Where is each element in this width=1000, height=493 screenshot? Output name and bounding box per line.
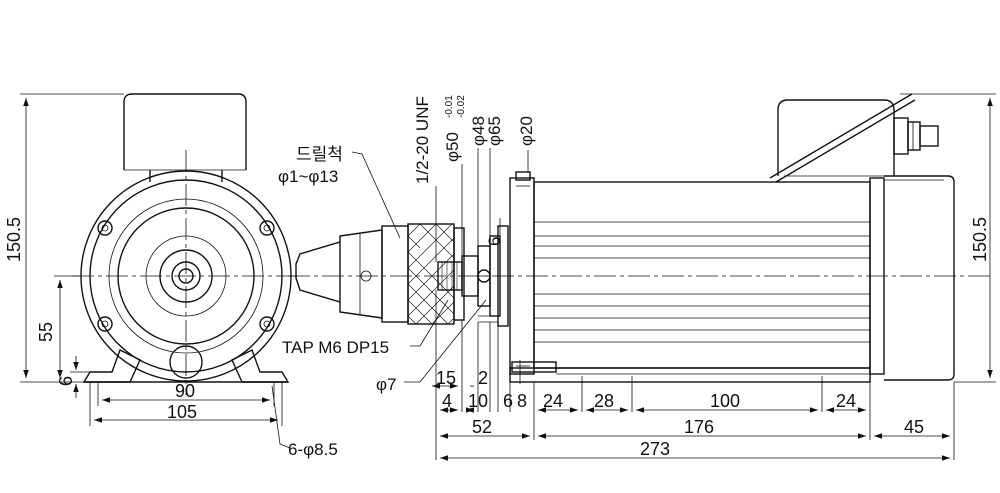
label-phi-50-tol-lower: -0.02: [456, 95, 467, 118]
dim-28: 28: [594, 391, 614, 411]
label-tap: TAP M6 DP15: [282, 338, 389, 357]
label-chuck-range: φ1~φ13: [278, 167, 338, 186]
label-chuck: 드릴척: [296, 145, 343, 164]
bolt-hole: [97, 220, 113, 236]
bolt-hole: [97, 316, 113, 332]
label-phi-48: φ48: [469, 116, 488, 146]
dim-52: 52: [472, 417, 492, 437]
label-6-small: 6: [485, 237, 504, 246]
dim-90: 90: [175, 381, 195, 401]
dim-105: 105: [167, 402, 197, 422]
bolt-hole: [259, 220, 275, 236]
dim-150-5-left: 150.5: [4, 217, 24, 262]
dim-10: 10: [468, 391, 488, 411]
terminal-box-front: [123, 93, 247, 170]
motor-body: [533, 181, 871, 369]
dim-24-a: 24: [543, 391, 563, 411]
terminal-box-side: [777, 99, 895, 176]
label-thread-unf: 1/2-20 UNF: [413, 96, 432, 184]
bolt-hole: [259, 316, 275, 332]
label-phi-50-tol-upper: -0.01: [444, 95, 455, 118]
knurl-hatch: [407, 223, 455, 325]
label-phi-50: φ50: [443, 132, 462, 162]
dim-55: 55: [36, 322, 56, 342]
drill-chuck: [295, 223, 465, 325]
front-view-dimensions: [20, 93, 291, 449]
label-phi-7: φ7: [376, 375, 396, 394]
motor-side-view: [288, 93, 990, 384]
dim-24-b: 24: [836, 391, 856, 411]
dim-4: 4: [442, 391, 452, 411]
dim-100: 100: [710, 391, 740, 411]
dim-15: 15: [436, 368, 456, 388]
label-phi-65: φ65: [485, 116, 504, 146]
dim-6: 6: [503, 391, 513, 411]
dim-8: 8: [517, 391, 527, 411]
dim-273: 273: [640, 439, 670, 459]
front-view: [72, 93, 300, 395]
label-bolts-6-phi-8-5: 6-φ8.5: [288, 440, 338, 459]
dim-6-foot: 6: [56, 376, 76, 386]
dim-2: 2: [478, 368, 488, 388]
dim-150-5-right: 150.5: [970, 217, 990, 262]
dim-176: 176: [684, 417, 714, 437]
dim-45: 45: [904, 417, 924, 437]
side-view-dimensions: [351, 93, 996, 461]
label-phi-20: φ20: [517, 116, 536, 146]
